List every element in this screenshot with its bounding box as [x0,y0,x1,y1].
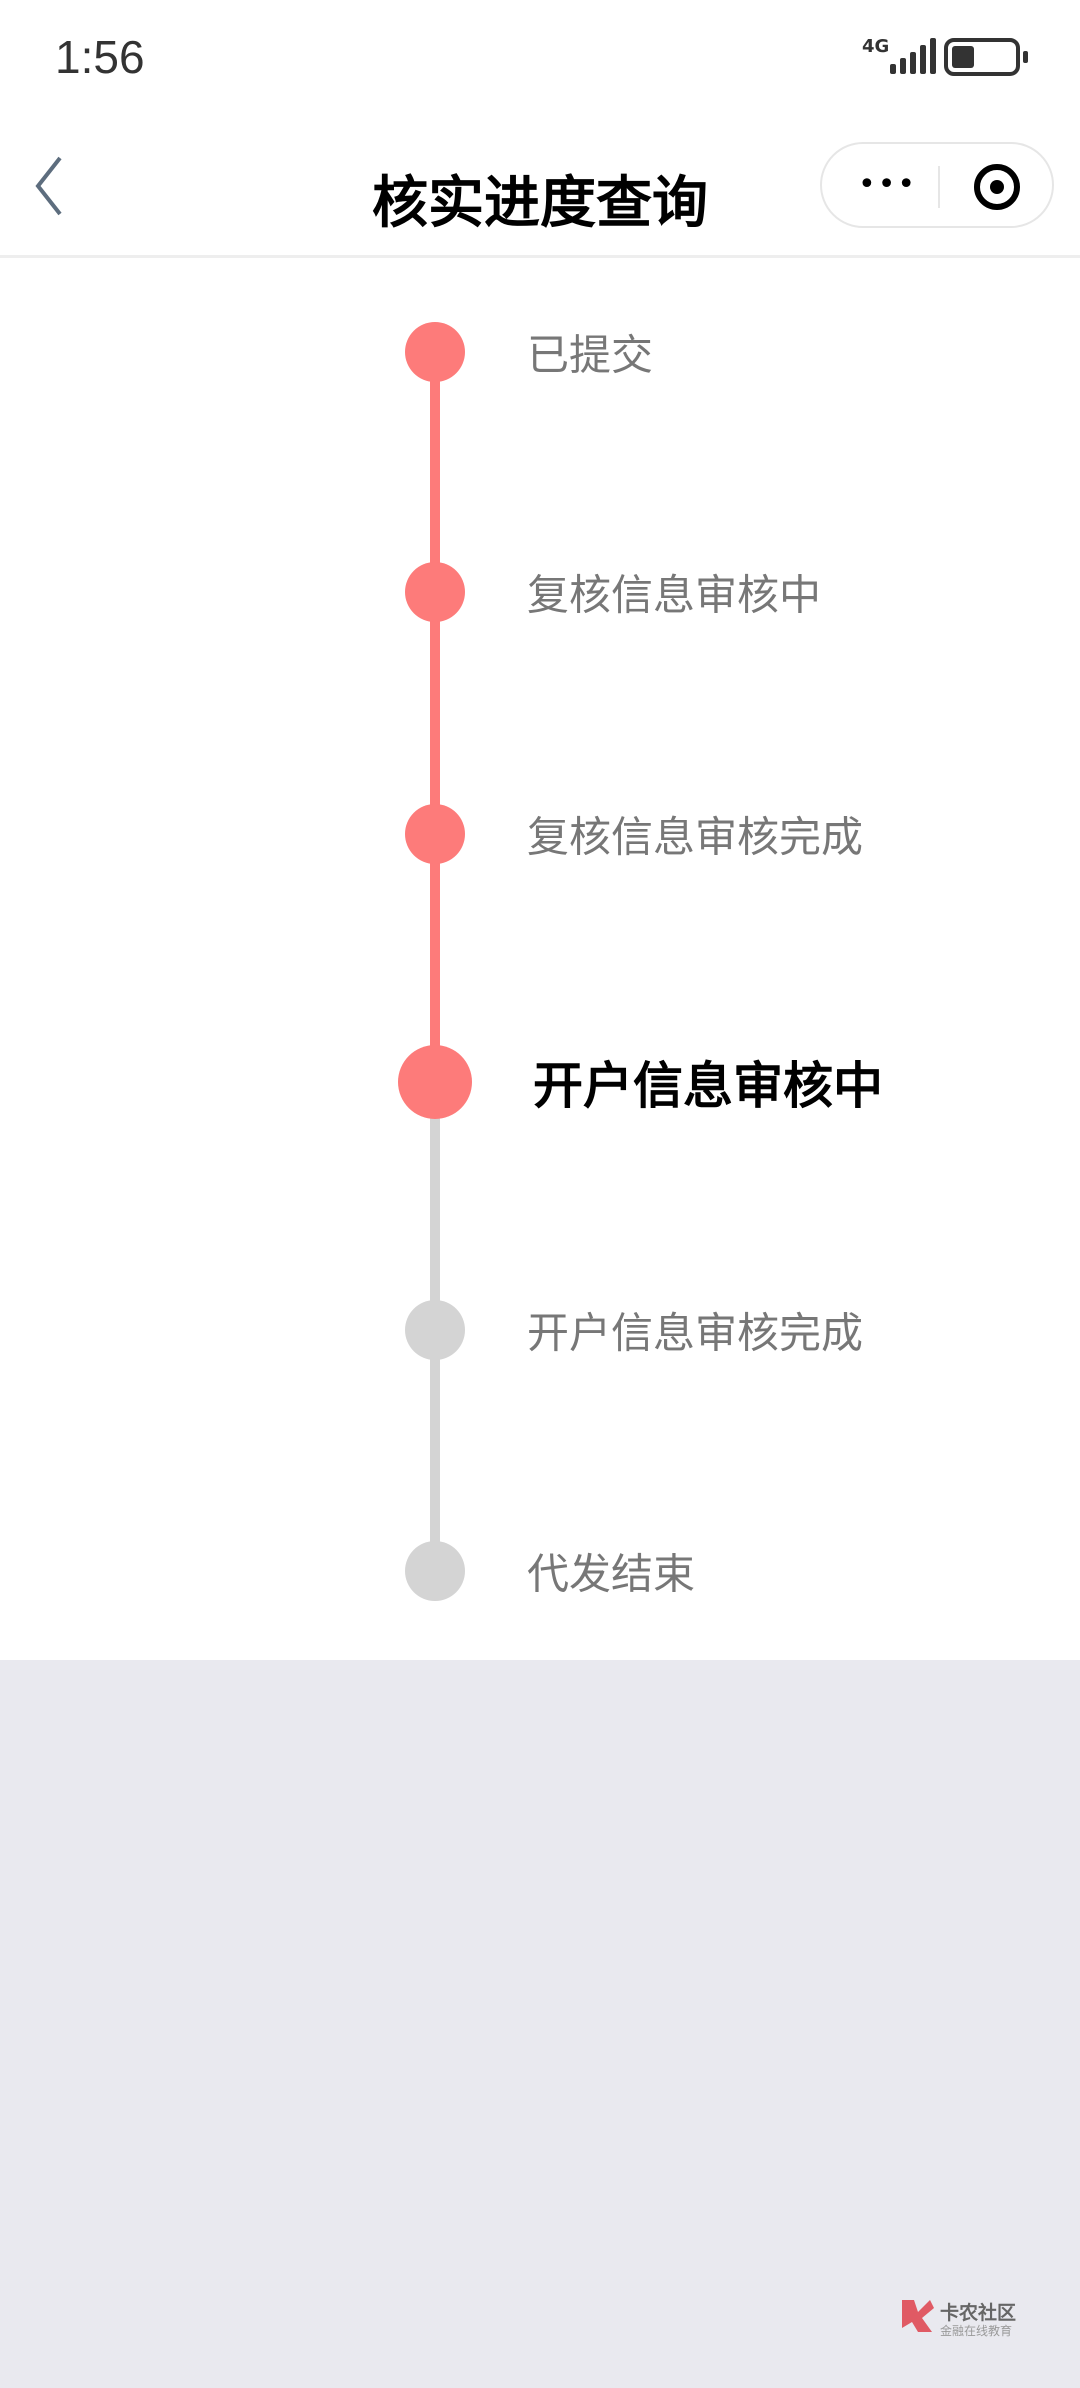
timeline-connector [430,1082,440,1330]
step-label: 已提交 [527,330,654,380]
step-dot-current [398,1045,472,1119]
step-label: 复核信息审核完成 [527,812,864,862]
step-label: 复核信息审核中 [527,570,822,620]
watermark-subtitle: 金融在线教育 [940,2324,1013,2338]
timeline-connector [430,1330,440,1571]
close-miniprogram-button[interactable] [974,164,1020,210]
back-button[interactable] [30,150,70,224]
divider [938,166,940,208]
capsule-menu: ••• [820,142,1054,228]
step-dot-pending [405,1300,465,1360]
chevron-left-icon [35,156,62,216]
step-label: 开户信息审核中 [533,1057,883,1115]
watermark: 卡农社区 金融在线教育 [900,2298,1016,2338]
nav-bar: 核实进度查询 ••• [0,130,1080,258]
content-area [0,0,1080,1660]
step-dot-done [405,562,465,622]
target-icon [990,180,1004,194]
more-button[interactable]: ••• [858,167,918,202]
page-title: 核实进度查询 [372,171,708,236]
watermark-title: 卡农社区 [940,2302,1017,2324]
step-dot-pending [405,1541,465,1601]
battery-icon [944,38,1028,76]
timeline-connector [430,592,440,834]
watermark-logo-icon [902,2300,934,2332]
signal-icon [890,38,936,74]
step-label: 代发结束 [527,1549,696,1599]
status-time: 1:56 [55,31,145,83]
step-dot-done [405,804,465,864]
network-type: 4G [862,36,890,57]
timeline-connector [430,352,440,592]
timeline-connector [430,834,440,1082]
step-dot-done [405,322,465,382]
step-label: 开户信息审核完成 [527,1308,864,1358]
